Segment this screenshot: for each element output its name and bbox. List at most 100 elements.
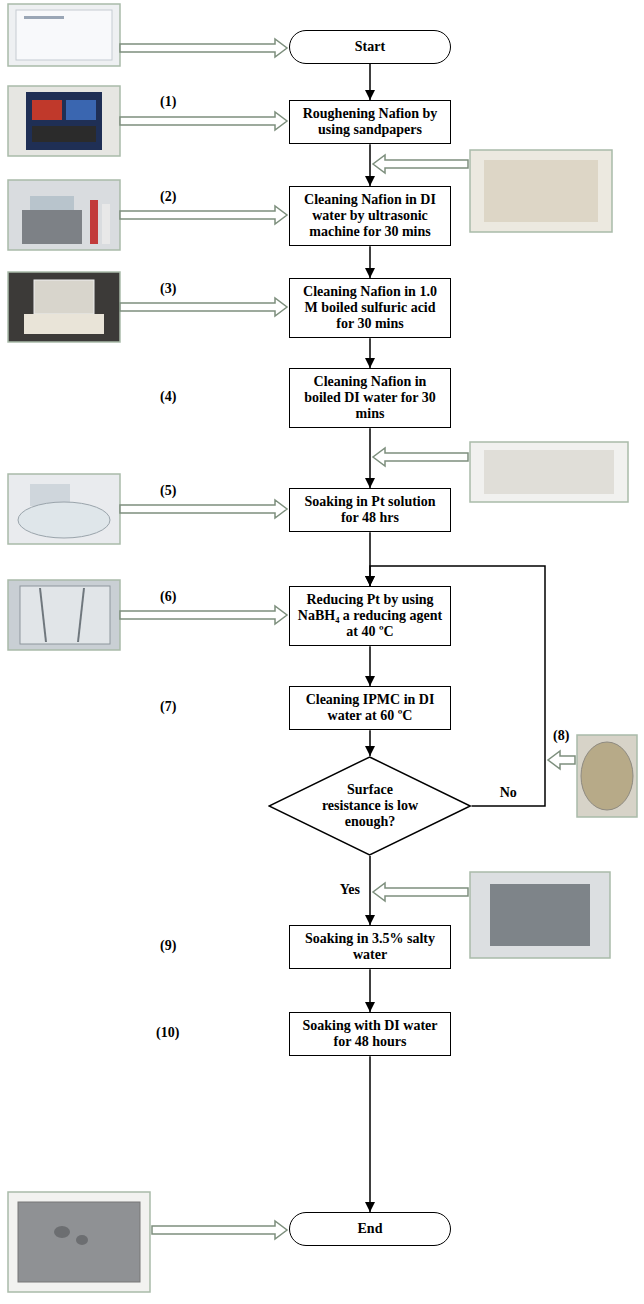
tweezer <box>78 588 84 642</box>
bottle <box>102 204 110 244</box>
bottle <box>90 200 98 244</box>
process-box: Soaking in 3.5% salty water <box>289 925 451 969</box>
flow-arrow <box>369 246 371 278</box>
cleaned-nafion-photo <box>470 442 628 502</box>
sandpaper-sheet <box>32 126 96 142</box>
tweezer <box>40 588 46 642</box>
ultrasonic-photo <box>8 180 120 250</box>
step-number: (6) <box>160 589 176 606</box>
photo-frame <box>8 86 120 156</box>
hollow-arrow <box>120 298 287 316</box>
node-text: Roughening Nafion by using sandpapers <box>296 106 444 138</box>
process-box: Soaking with DI water for 48 hours <box>289 1012 451 1056</box>
photo-frame <box>8 272 120 342</box>
node-text: Cleaning Nafion in 1.0 M boiled sulfuric… <box>296 284 444 332</box>
photo-frame <box>470 442 628 502</box>
flow-arrow <box>369 969 371 1012</box>
start-photo <box>8 4 120 66</box>
step-number: (5) <box>160 483 176 500</box>
node-text: Soaking in Pt solution for 48 hrs <box>296 494 444 526</box>
process-box: Cleaning IPMC in DI water at 60 ºC <box>289 686 451 730</box>
photo-frame <box>577 735 637 817</box>
pt-solution-photo <box>8 474 120 544</box>
process-box: Reducing Pt by using NaBH₄ a reducing ag… <box>289 586 451 646</box>
hollow-arrow <box>548 751 575 769</box>
hollow-arrow <box>152 1221 287 1239</box>
node-text: Cleaning Nafion in boiled DI water for 3… <box>296 374 444 422</box>
node-text: End <box>296 1221 444 1237</box>
reduction-photo <box>8 580 120 650</box>
step-number: (10) <box>156 1025 179 1042</box>
hollow-arrow <box>120 500 287 518</box>
ultrasonic-machine <box>22 210 82 244</box>
photo-frame <box>8 180 120 250</box>
flow-arrow <box>369 428 371 488</box>
node-text: Cleaning IPMC in DI water at 60 ºC <box>296 692 444 724</box>
photo-frame <box>470 150 612 232</box>
photo-frame <box>8 4 120 66</box>
terminal-box: End <box>289 1212 451 1246</box>
step-number: (4) <box>160 389 176 406</box>
flow-arrow <box>369 64 371 100</box>
photo-frame <box>8 580 120 650</box>
hotplate-photo <box>8 272 120 342</box>
dish <box>18 502 110 538</box>
hollow-arrow <box>373 883 468 901</box>
photo-frame <box>470 872 610 958</box>
process-box: Roughening Nafion by using sandpapers <box>289 100 451 144</box>
node-text: Reducing Pt by using NaBH₄ a reducing ag… <box>296 592 444 640</box>
node-text: Soaking in 3.5% salty water <box>296 931 444 963</box>
beaker <box>20 586 110 644</box>
sandpaper-sheet <box>32 100 62 120</box>
sandpaper-pack <box>26 92 102 150</box>
terminal-box: Start <box>289 30 451 64</box>
step-number: (3) <box>160 281 176 298</box>
flow-arrow <box>369 730 371 756</box>
diamond-text-area: Surface resistance is low enough? <box>319 782 421 830</box>
node-text: Cleaning Nafion in DI water by ultrasoni… <box>296 192 444 240</box>
step-number: (2) <box>160 189 176 206</box>
end-photo <box>8 1192 150 1292</box>
ultrasonic-tank <box>30 196 74 212</box>
node-text: Surface resistance is low enough? <box>319 782 421 830</box>
ipmc-sheet <box>490 884 590 946</box>
spot <box>76 1235 88 1245</box>
step-number: (7) <box>160 699 176 716</box>
hotplate <box>24 314 104 334</box>
node-text: Start <box>296 39 444 55</box>
ipmc-photo <box>470 872 610 958</box>
photo-frame <box>8 474 120 544</box>
hollow-arrow <box>120 112 287 130</box>
process-box: Cleaning Nafion in DI water by ultrasoni… <box>289 186 451 246</box>
node-text: Soaking with DI water for 48 hours <box>296 1018 444 1050</box>
process-box: Cleaning Nafion in 1.0 M boiled sulfuric… <box>289 278 451 338</box>
decision-diamond: Surface resistance is low enough? <box>268 756 471 856</box>
sandpaper-photo <box>8 86 120 156</box>
roughened-photo <box>470 150 612 232</box>
nafion-sheet <box>16 10 112 60</box>
step-number: (1) <box>160 94 176 111</box>
sheet-label <box>24 16 64 19</box>
nafion-in-bag <box>484 450 614 494</box>
finished-ipmc <box>18 1202 140 1282</box>
edge-label: Yes <box>338 882 362 899</box>
beaker <box>34 280 94 314</box>
flow-arrow <box>369 144 371 186</box>
process-box: Soaking in Pt solution for 48 hrs <box>289 488 451 532</box>
step-number: (9) <box>160 938 176 955</box>
spot <box>54 1226 70 1238</box>
hollow-arrow <box>120 606 287 624</box>
hollow-arrow <box>120 39 287 57</box>
roughened-nafion <box>484 160 598 222</box>
edge-label: No <box>498 785 519 802</box>
flow-arrow <box>369 338 371 368</box>
dish <box>581 742 633 810</box>
flow-arrow <box>369 856 371 925</box>
hollow-arrow <box>373 448 468 466</box>
photo-frame <box>8 1192 150 1292</box>
process-box: Cleaning Nafion in boiled DI water for 3… <box>289 368 451 428</box>
step-number: (8) <box>553 728 569 745</box>
ipmc-dish-photo <box>577 735 637 817</box>
diamond-shape <box>269 757 470 855</box>
